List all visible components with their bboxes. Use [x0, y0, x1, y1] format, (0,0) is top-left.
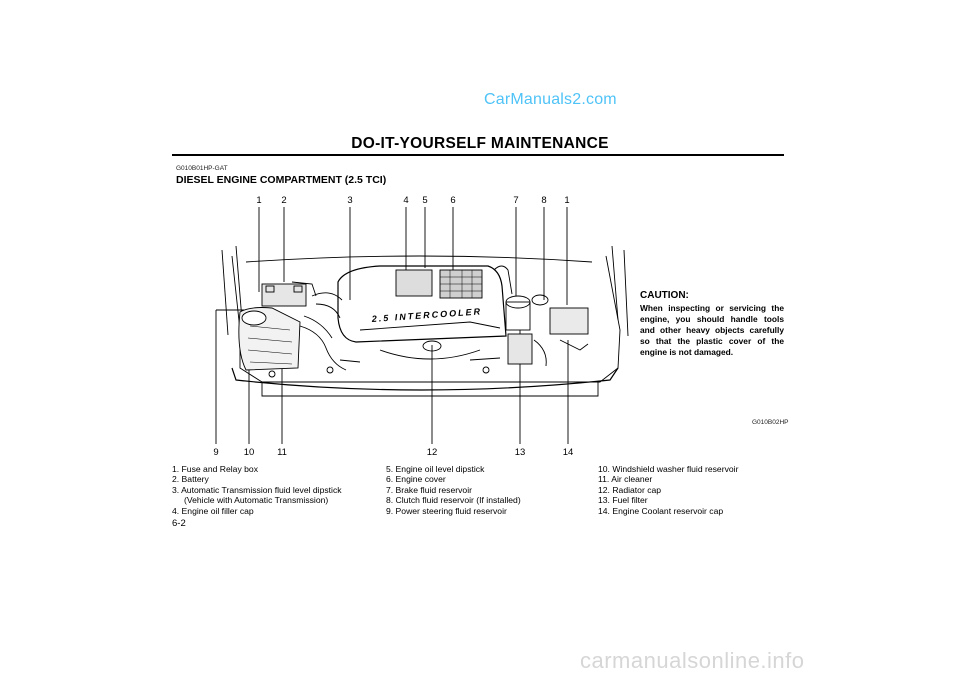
watermark-top[interactable]: CarManuals2.com: [484, 91, 617, 108]
callout-top: 1: [256, 195, 262, 206]
parts-list-col1: 1. Fuse and Relay box 2. Battery 3. Auto…: [172, 464, 342, 516]
list-item: 1. Fuse and Relay box: [172, 464, 258, 474]
callout-top: 4: [403, 195, 409, 206]
list-item: 13. Fuel filter: [598, 495, 648, 506]
callout-bottom: 10: [243, 447, 255, 458]
callout-top: 5: [422, 195, 428, 206]
callout-bottom: 11: [277, 447, 287, 458]
parts-list-col3: 10. Windshield washer fluid reservoir 11…: [598, 464, 738, 516]
callout-top: 8: [541, 195, 547, 206]
list-item: 8. Clutch fluid reservoir (If installed): [386, 495, 521, 506]
list-item: 9. Power steering fluid reservoir: [386, 505, 507, 516]
list-item: 5. Engine oil level dipstick: [386, 464, 485, 474]
header-rule: [172, 154, 784, 156]
page-number: 6-2: [172, 518, 186, 529]
list-item: (Vehicle with Automatic Transmission): [184, 495, 329, 506]
parts-list-col2: 5. Engine oil level dipstick 6. Engine c…: [386, 464, 521, 516]
list-item: 12. Radiator cap: [598, 484, 662, 495]
callout-bottom: 14: [562, 447, 574, 458]
list-item: 14. Engine Coolant reservoir cap: [598, 505, 724, 516]
watermark-bottom[interactable]: carmanualsonline.info: [580, 648, 805, 673]
callout-top: 6: [450, 195, 456, 206]
image-code: G010B02HP: [752, 419, 789, 426]
page-header: DO-IT-YOURSELF MAINTENANCE: [351, 135, 609, 152]
caution-title: CAUTION:: [640, 290, 689, 301]
callout-top: 3: [347, 195, 353, 206]
callout-top: 7: [513, 195, 519, 206]
callout-bottom: 9: [213, 447, 219, 458]
list-item: 6. Engine cover: [386, 474, 446, 485]
section-title: DIESEL ENGINE COMPARTMENT (2.5 TCI): [176, 174, 387, 186]
callout-top: 2: [281, 195, 287, 206]
list-item: 4. Engine oil filler cap: [172, 505, 254, 516]
callout-top: 1: [564, 195, 570, 206]
caution-body: When inspecting or servicing the engine,…: [640, 303, 784, 357]
list-item: 2. Battery: [172, 474, 209, 485]
list-item: 11. Air cleaner: [598, 474, 653, 485]
list-item: 7. Brake fluid reservoir: [386, 484, 472, 495]
section-code: G010B01HP-GAT: [176, 165, 228, 172]
list-item: 3. Automatic Transmission fluid level di…: [172, 484, 342, 495]
callout-bottom: 13: [514, 447, 526, 458]
engine-cover-label: 2.5 INTERCOOLER: [370, 306, 482, 324]
callout-bottom: 12: [426, 447, 438, 458]
list-item: 10. Windshield washer fluid reservoir: [598, 464, 739, 474]
